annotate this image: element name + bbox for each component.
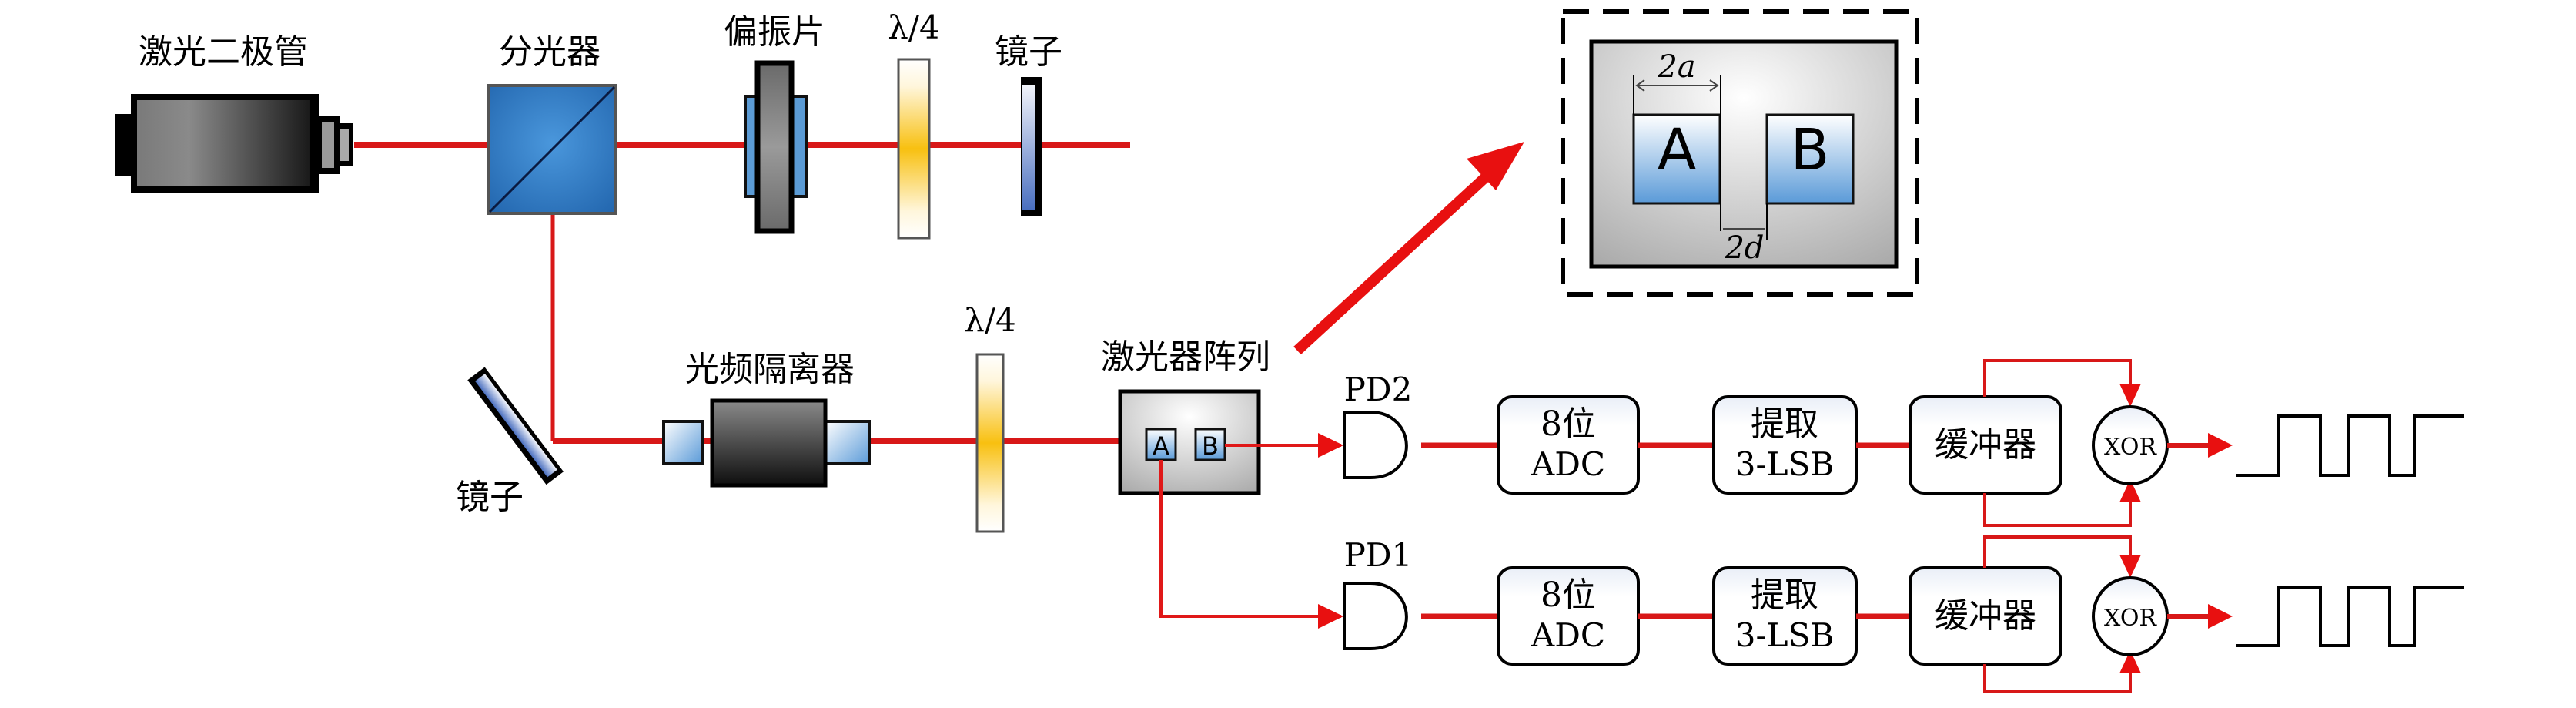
inset-panel: A B 2a 2d bbox=[1561, 9, 1919, 297]
laser-diode-label: 激光二极管 bbox=[139, 32, 308, 72]
svg-text:8位: 8位 bbox=[1541, 575, 1596, 615]
photodetector-pd1 bbox=[1343, 582, 1408, 650]
laser-array-pixel-b bbox=[1194, 428, 1226, 461]
quarter-wave-top-label: λ/4 bbox=[888, 8, 940, 46]
beam-a-to-pd1 bbox=[1159, 460, 1342, 620]
optical-isolator: 光频隔离器 bbox=[662, 350, 871, 488]
square-wave-output-pd2 bbox=[2236, 414, 2464, 477]
svg-text:XOR: XOR bbox=[2104, 434, 2157, 461]
svg-text:提取: 提取 bbox=[1751, 404, 1818, 444]
quarter-wave-bottom-label: λ/4 bbox=[964, 301, 1016, 339]
channel-pd1: PD1 8位 ADC 提取 3-LSB 缓冲器 XOR bbox=[1343, 535, 2464, 693]
beam-splitter-label: 分光器 bbox=[499, 32, 601, 72]
svg-text:B: B bbox=[1202, 431, 1219, 461]
array-outputs bbox=[1159, 433, 1343, 629]
svg-text:B: B bbox=[1791, 117, 1830, 183]
svg-text:8位: 8位 bbox=[1541, 404, 1596, 444]
svg-text:缓冲器: 缓冲器 bbox=[1935, 596, 2036, 636]
mirror-bottom-label: 镜子 bbox=[456, 478, 524, 517]
quarter-wave-plate-bottom: λ/4 bbox=[964, 301, 1016, 533]
mirror-bottom: 镜子 bbox=[456, 367, 564, 517]
pd2-label: PD2 bbox=[1344, 371, 1413, 408]
zoom-arrow bbox=[1293, 142, 1524, 355]
quarter-wave-plate-top: λ/4 bbox=[888, 8, 940, 240]
beam-splitter: 分光器 bbox=[487, 32, 617, 215]
mirror-top: 镜子 bbox=[995, 32, 1062, 216]
laser-array-label: 激光器阵列 bbox=[1101, 337, 1270, 377]
laser-diode: 激光二极管 bbox=[115, 32, 353, 193]
square-wave-output-pd1 bbox=[2236, 586, 2464, 647]
svg-text:XOR: XOR bbox=[2104, 605, 2157, 632]
inset-gap-label: 2d bbox=[1724, 230, 1764, 266]
mirror-top-label: 镜子 bbox=[995, 32, 1062, 72]
laser-array: A B 激光器阵列 bbox=[1101, 337, 1270, 495]
svg-text:3-LSB: 3-LSB bbox=[1735, 616, 1834, 654]
svg-text:ADC: ADC bbox=[1531, 616, 1605, 654]
polarizer-label: 偏振片 bbox=[724, 12, 825, 52]
channel-pd2: PD2 8位 ADC 提取 3-LSB 缓冲器 XOR bbox=[1343, 359, 2464, 527]
optical-isolator-label: 光频隔离器 bbox=[685, 350, 855, 389]
svg-text:提取: 提取 bbox=[1751, 575, 1818, 615]
svg-text:缓冲器: 缓冲器 bbox=[1935, 425, 2036, 465]
svg-text:ADC: ADC bbox=[1531, 445, 1605, 483]
svg-text:A: A bbox=[1658, 117, 1697, 183]
pd1-label: PD1 bbox=[1344, 536, 1413, 574]
inset-width-label: 2a bbox=[1657, 49, 1695, 85]
svg-text:3-LSB: 3-LSB bbox=[1735, 445, 1834, 483]
svg-text:A: A bbox=[1153, 431, 1169, 461]
photodetector-pd2 bbox=[1343, 411, 1408, 479]
inset-pixel-a bbox=[1632, 113, 1721, 205]
laser-beams bbox=[354, 142, 1130, 444]
polarizer: 偏振片 bbox=[724, 12, 825, 234]
inset-pixel-b bbox=[1765, 113, 1855, 205]
